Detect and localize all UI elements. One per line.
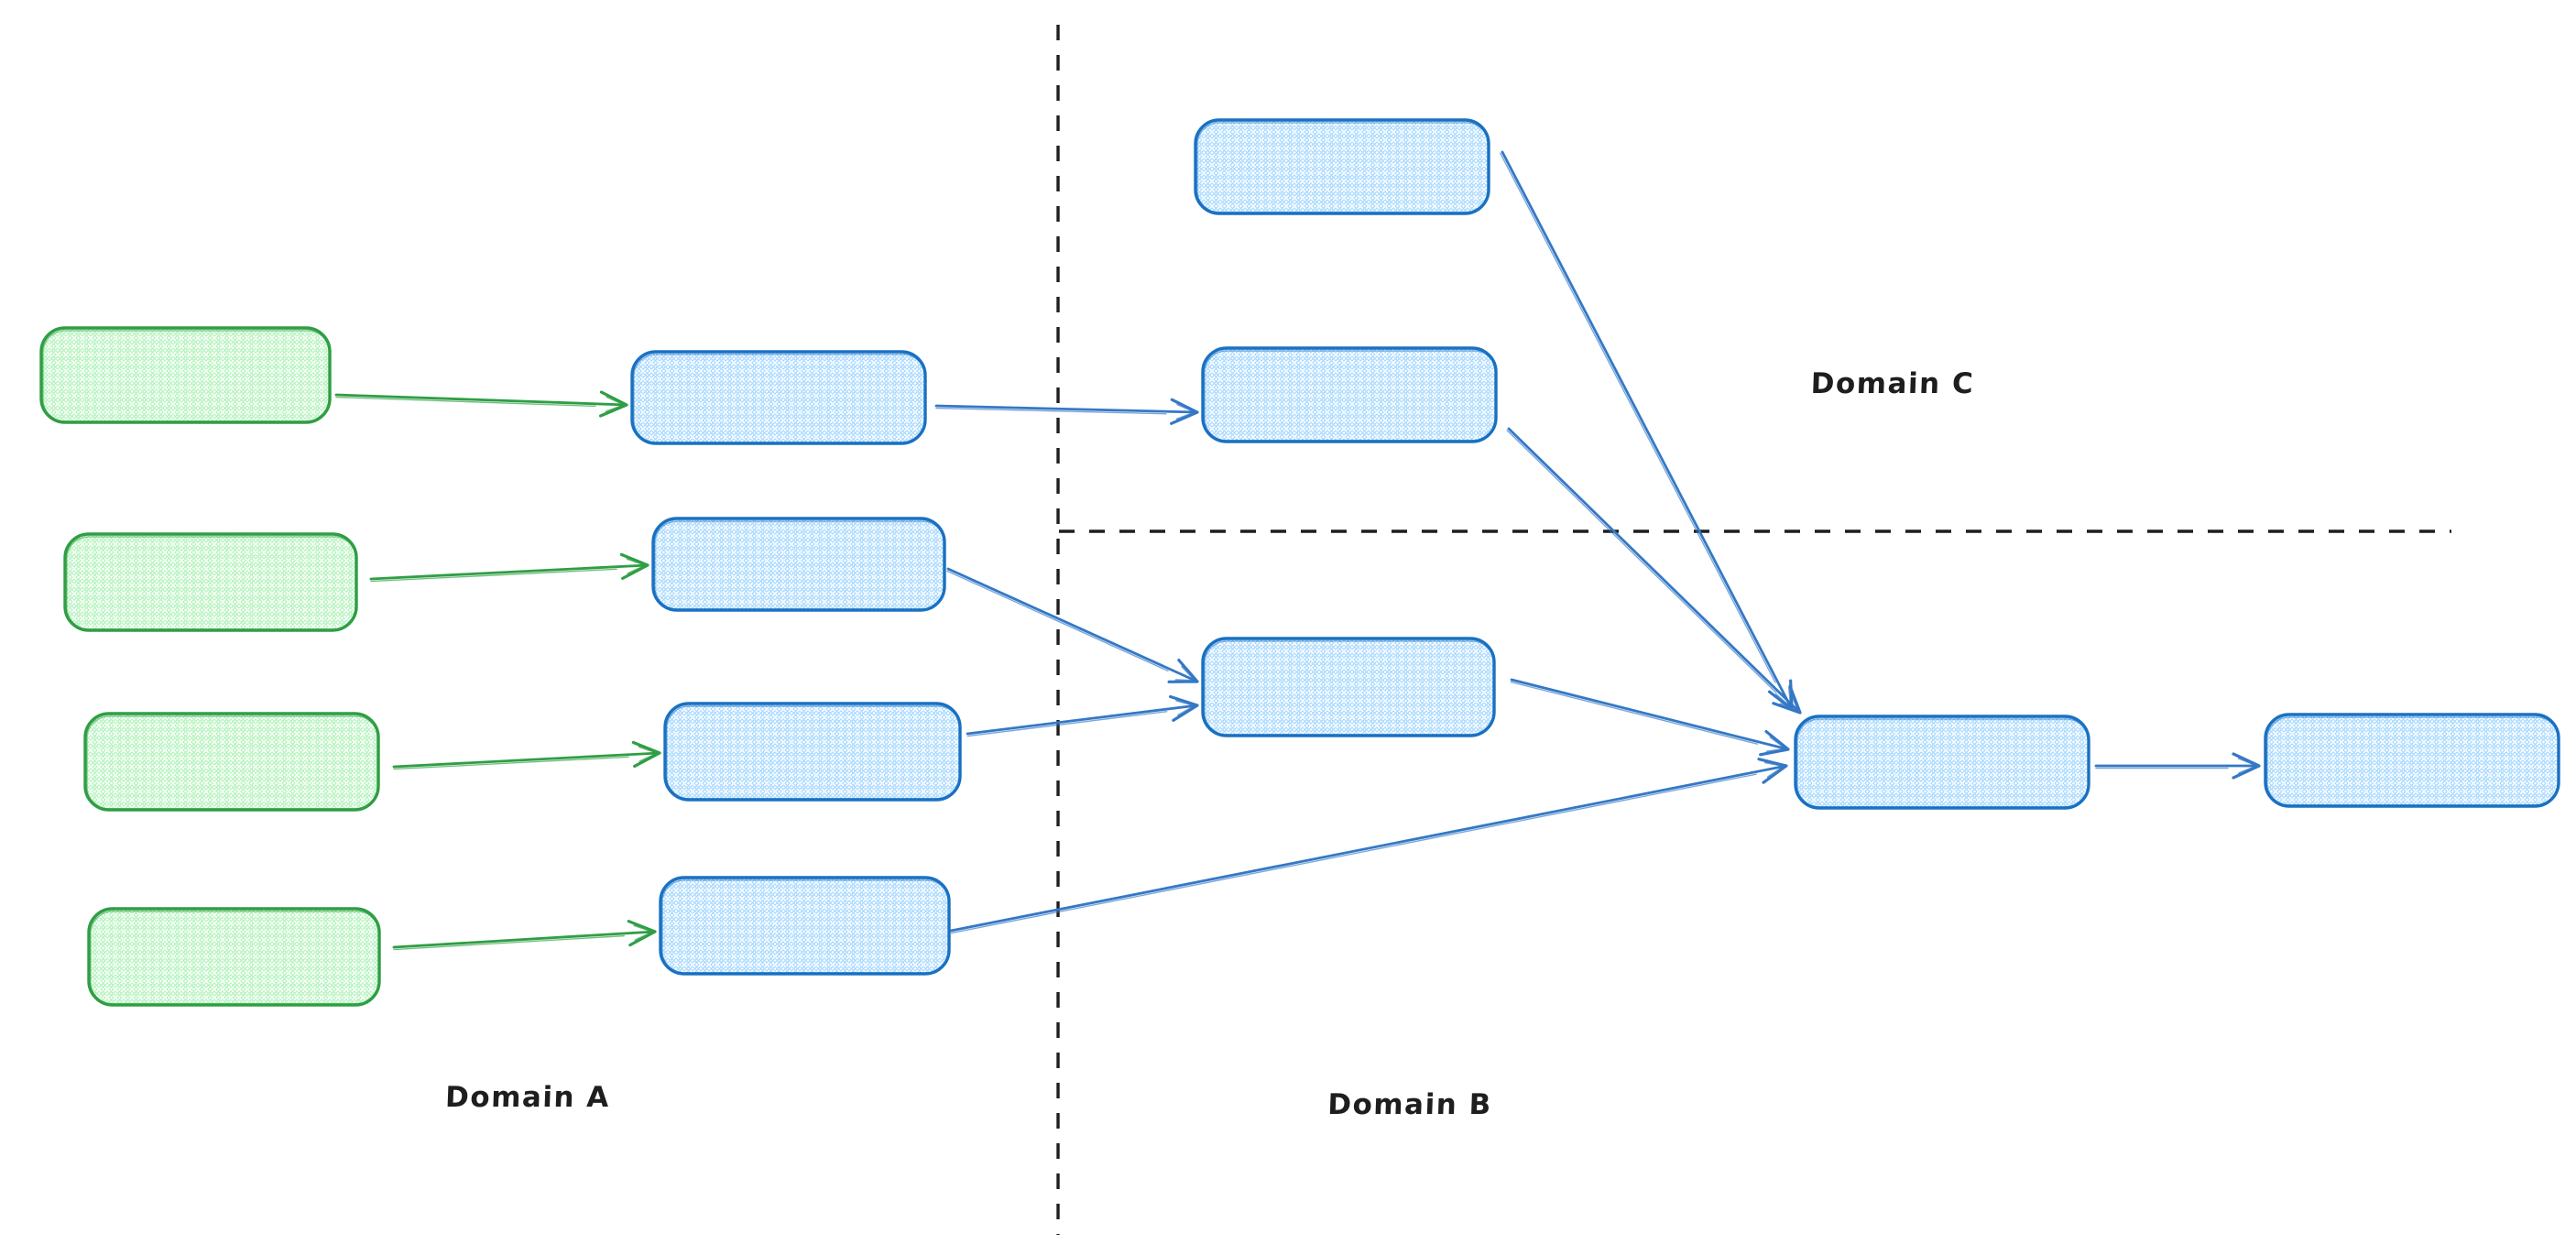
edge-p4-to-c1[interactable] bbox=[949, 758, 1788, 934]
edge-p1-to-b2[interactable] bbox=[934, 398, 1199, 425]
node-b-node-1[interactable] bbox=[1194, 118, 1490, 215]
node-a-source-4[interactable] bbox=[87, 907, 381, 1007]
edge-b1-to-c1[interactable] bbox=[1499, 150, 1794, 711]
edge-p2-to-b3[interactable] bbox=[946, 567, 1199, 683]
edge-p3-to-b3[interactable] bbox=[966, 694, 1199, 737]
node-c-node-2[interactable] bbox=[2264, 713, 2560, 808]
node-a-source-2[interactable] bbox=[63, 532, 358, 632]
node-a-source-3[interactable] bbox=[83, 712, 380, 812]
edge-a4-to-p4[interactable] bbox=[392, 920, 657, 951]
node-a-process-2[interactable] bbox=[651, 517, 946, 612]
node-a-process-3[interactable] bbox=[663, 702, 962, 802]
domain-a-label[interactable]: Domain A bbox=[444, 1081, 611, 1114]
edge-a2-to-p2[interactable] bbox=[369, 552, 649, 583]
node-c-node-1[interactable] bbox=[1794, 715, 2090, 810]
node-b-node-3[interactable] bbox=[1201, 637, 1496, 737]
domain-b-label[interactable]: Domain B bbox=[1326, 1088, 1493, 1121]
edge-b2-to-c1[interactable] bbox=[1506, 427, 1802, 715]
edge-a1-to-p1[interactable] bbox=[334, 390, 628, 418]
node-a-source-1[interactable] bbox=[39, 326, 332, 424]
node-a-process-1[interactable] bbox=[630, 350, 927, 445]
edge-a3-to-p3[interactable] bbox=[392, 740, 661, 770]
node-b-node-2[interactable] bbox=[1201, 346, 1498, 443]
edge-c1-to-c2[interactable] bbox=[2094, 752, 2261, 780]
node-a-process-4[interactable] bbox=[659, 876, 951, 976]
edge-b3-to-c1[interactable] bbox=[1510, 678, 1790, 757]
domain-c-label[interactable]: Domain C bbox=[1810, 367, 1975, 400]
